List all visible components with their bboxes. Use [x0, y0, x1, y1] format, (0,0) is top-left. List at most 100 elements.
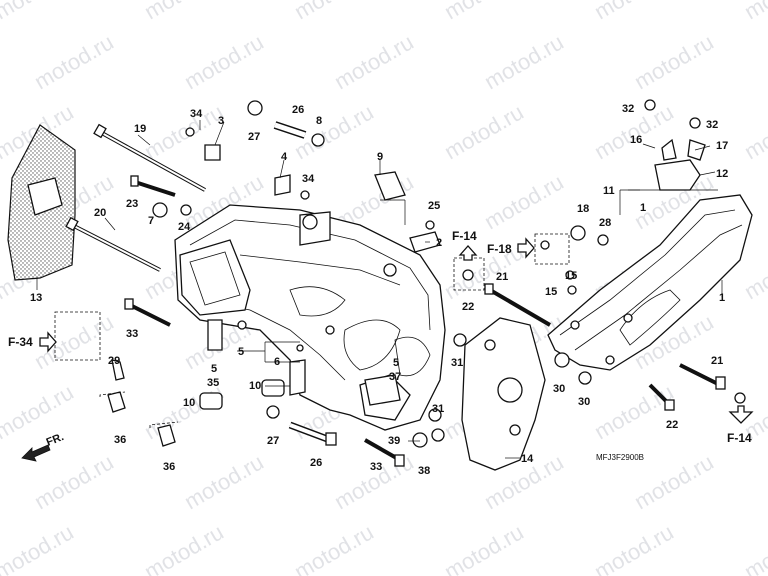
- callout-38: 38: [418, 465, 430, 477]
- callout-27-top: 27: [248, 131, 260, 143]
- front-direction: FR.: [21, 431, 66, 462]
- watermark-text: motod.ru: [740, 0, 768, 24]
- callout-37: 37: [389, 371, 401, 383]
- callout-28: 28: [599, 217, 611, 229]
- callout-34-mid: 34: [302, 173, 315, 185]
- ref-label-f34: F-34: [8, 335, 33, 349]
- watermark-text: motod.ru: [630, 29, 718, 94]
- ref-f18: F-18: [487, 237, 535, 259]
- watermark-text: motod.ru: [180, 29, 268, 94]
- callout-5-right: 5: [393, 357, 399, 369]
- callout-23: 23: [126, 198, 138, 210]
- callout-16: 16: [630, 134, 642, 146]
- watermark-text: motod.ru: [590, 519, 678, 576]
- ref-label-f14-top: F-14: [452, 229, 477, 243]
- callout-33-left: 33: [126, 328, 138, 340]
- callout-35: 35: [207, 377, 219, 389]
- callout-21-left: 21: [496, 271, 508, 283]
- callout-26-bottom: 26: [310, 457, 322, 469]
- long-bolt-20: [65, 216, 161, 272]
- down-arrow-icon: [728, 405, 754, 424]
- watermark-text: motod.ru: [480, 169, 568, 234]
- callout-8: 8: [316, 115, 322, 127]
- callout-26-top: 26: [292, 104, 304, 116]
- callout-19: 19: [134, 123, 146, 135]
- watermark-text: motod.ru: [0, 379, 78, 444]
- bolt-22-right: [648, 383, 675, 411]
- callout-15-lower: 15: [545, 286, 557, 298]
- watermark-text: motod.ru: [440, 99, 528, 164]
- watermark-text: motod.ru: [440, 519, 528, 576]
- callout-24: 24: [178, 221, 191, 233]
- watermark-text: motod.ru: [590, 0, 678, 24]
- callout-39: 39: [388, 435, 400, 447]
- callout-20: 20: [94, 207, 106, 219]
- callout-25: 25: [428, 200, 440, 212]
- watermark-text: motod.ru: [740, 99, 768, 164]
- callout-36-b: 36: [163, 461, 175, 473]
- callout-32-right: 32: [706, 119, 718, 131]
- watermark-text: motod.ru: [290, 0, 378, 24]
- callout-labels: 19 20 13 23 7 24 34 3 27 26 8 4 34 9 25 …: [30, 103, 728, 477]
- heat-guard-13: [7, 124, 76, 281]
- callout-27-bottom: 27: [267, 435, 279, 447]
- watermark-text: motod.ru: [140, 0, 228, 24]
- callout-9: 9: [377, 151, 383, 163]
- callout-1-lower: 1: [719, 292, 725, 304]
- ref-label-f14-bottom: F-14: [727, 431, 752, 445]
- callout-2: 2: [436, 237, 442, 249]
- callout-7: 7: [148, 215, 154, 227]
- watermark-text: motod.ru: [30, 29, 118, 94]
- callout-4: 4: [281, 151, 288, 163]
- callout-30-right: 30: [578, 396, 590, 408]
- watermark-text: motod.ru: [330, 29, 418, 94]
- callout-22-right: 22: [666, 419, 678, 431]
- watermark-text: motod.ru: [440, 0, 528, 24]
- ref-f14-bottom: F-14: [727, 405, 754, 445]
- callout-34-top: 34: [190, 108, 203, 120]
- callout-5-low: 5: [211, 363, 217, 375]
- callout-33-bottom: 33: [370, 461, 382, 473]
- ref-f34: F-34: [8, 331, 57, 353]
- bolt-33-left: [124, 298, 171, 327]
- bolt-26-bottom: [288, 421, 337, 446]
- callout-29: 29: [108, 355, 120, 367]
- watermark-text: motod.ru: [30, 449, 118, 514]
- bolt-21-22: [484, 283, 552, 327]
- callout-30-left: 30: [553, 383, 565, 395]
- ref-f14-top: F-14: [452, 229, 478, 261]
- callout-17: 17: [716, 140, 728, 152]
- ref-label-f18: F-18: [487, 242, 512, 256]
- callout-36-a: 36: [114, 434, 126, 446]
- callout-11: 11: [603, 185, 615, 197]
- long-bolt-19: [93, 123, 206, 192]
- watermark-text: motod.ru: [740, 239, 768, 304]
- callout-32-left: 32: [622, 103, 634, 115]
- leader-lines: [36, 120, 723, 459]
- watermark-text: motod.ru: [590, 379, 678, 444]
- watermark-text: motod.ru: [140, 519, 228, 576]
- callout-1-upper: 1: [640, 202, 646, 214]
- watermark-text: motod.ru: [480, 29, 568, 94]
- callout-10-left: 10: [183, 397, 195, 409]
- bolt-21-right: [679, 363, 726, 390]
- watermark-text: motod.ru: [440, 239, 528, 304]
- callout-13: 13: [30, 292, 42, 304]
- front-arrow-icon: [21, 444, 51, 462]
- callout-12: 12: [716, 168, 728, 180]
- watermark-text: motod.ru: [180, 449, 268, 514]
- callout-14: 14: [521, 453, 534, 465]
- up-arrow-icon: [458, 245, 478, 261]
- callout-31-lower: 31: [432, 403, 444, 415]
- front-label: FR.: [45, 431, 66, 449]
- right-arrow-icon: [517, 237, 535, 259]
- side-cover-14: [461, 317, 546, 471]
- callout-31-upper: 31: [451, 357, 463, 369]
- diagram-code: MFJ3F2900B: [596, 453, 644, 462]
- sub-frame: [547, 138, 753, 371]
- callout-10-mid: 10: [249, 380, 261, 392]
- callout-21-right: 21: [711, 355, 723, 367]
- bolt-33-bottom: [364, 438, 405, 467]
- watermark-text: motod.ru: [140, 379, 228, 444]
